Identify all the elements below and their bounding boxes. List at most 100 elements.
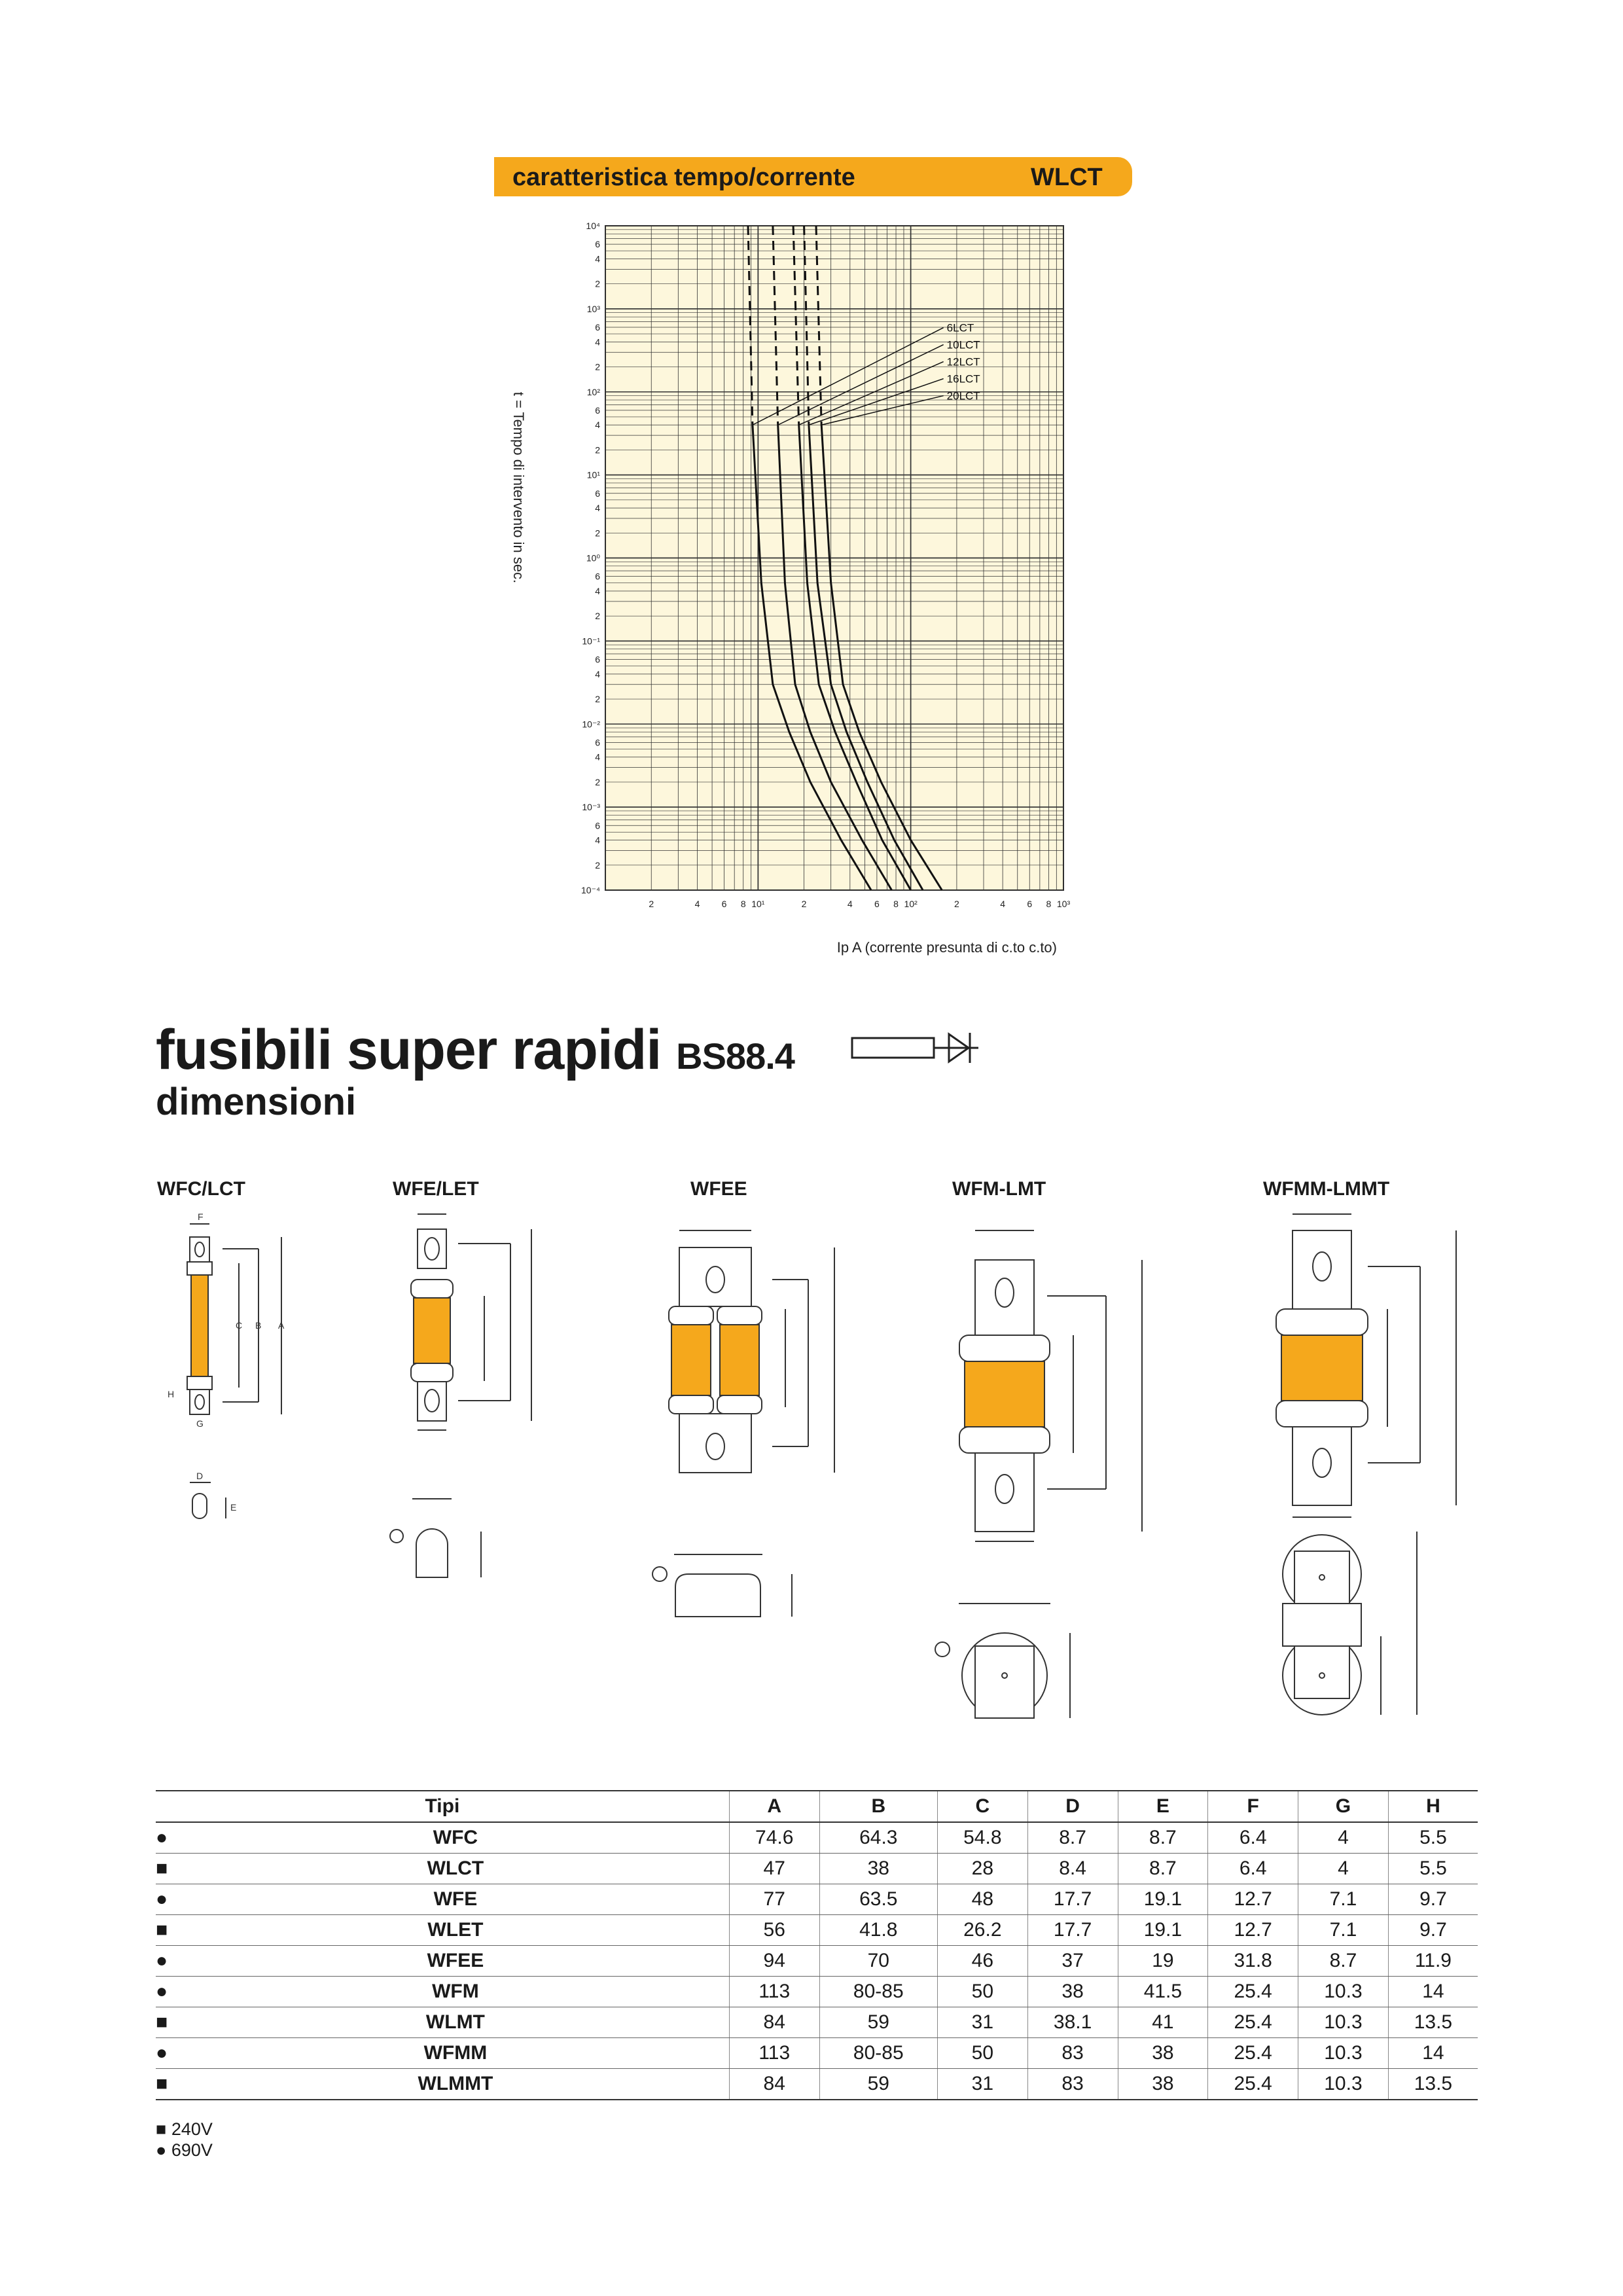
table-cell: 80-85: [819, 2037, 938, 2069]
series-leader-line: [752, 327, 944, 425]
y-tick-label: 6: [595, 405, 600, 416]
x-tick-label: 10²: [904, 899, 918, 909]
table-cell: 113: [728, 2037, 820, 2069]
voltage-mark: ■: [156, 2007, 182, 2038]
table-cell: 8.4: [1027, 1853, 1118, 1884]
table-cell: 10.3: [1298, 2068, 1389, 2100]
table-cell: 41.8: [819, 1914, 938, 1946]
table-cell: 8.7: [1117, 1853, 1208, 1884]
y-tick-label: 2: [595, 860, 600, 870]
table-cell: 54.8: [936, 1822, 1028, 1854]
header-bar: caratteristica tempo/corrente WLCT: [494, 157, 1132, 196]
table-cell: 19.1: [1117, 1884, 1208, 1915]
header-code: WLCT: [1031, 164, 1103, 191]
legend-label: 240V: [171, 2119, 213, 2139]
table-cell: 31: [936, 2007, 1028, 2038]
y-tick-label: 10⁴: [586, 221, 600, 231]
table-cell: 5.5: [1387, 1853, 1478, 1884]
curve-20lct: [820, 425, 943, 891]
type-name-cell: WFC: [182, 1822, 730, 1854]
table-cell: 41: [1117, 2007, 1208, 2038]
voltage-mark: ●: [156, 1976, 182, 2007]
table-cell: 9.7: [1387, 1884, 1478, 1915]
table-cell: 10.3: [1298, 2007, 1389, 2038]
drawing-wfee: [652, 1230, 835, 1617]
type-label-wfe: WFE/LET: [393, 1178, 479, 1200]
y-tick-label: 2: [595, 694, 600, 704]
y-tick-label: 4: [595, 669, 600, 679]
legend-label: 690V: [171, 2140, 213, 2160]
dim-label-b: B: [255, 1320, 261, 1331]
table-cell: 7.1: [1298, 1914, 1389, 1946]
table-cell: 14: [1387, 1976, 1478, 2007]
y-tick-label: 2: [595, 777, 600, 787]
table-cell: 25.4: [1207, 2007, 1298, 2038]
table-cell: 56: [728, 1914, 820, 1946]
x-axis-label: Ip A (corrente presunta di c.to c.to): [837, 939, 1057, 956]
voltage-mark: ■: [156, 2068, 182, 2100]
table-cell: 6.4: [1207, 1822, 1298, 1854]
table-header: Tipi: [156, 1790, 730, 1823]
table-cell: 5.5: [1387, 1822, 1478, 1854]
series-leader-line: [808, 378, 944, 425]
x-tick-label: 4: [847, 899, 853, 909]
y-tick-label: 2: [595, 611, 600, 621]
x-tick-label: 2: [649, 899, 654, 909]
y-tick-label: 4: [595, 253, 600, 264]
table-cell: 59: [819, 2068, 938, 2100]
voltage-mark: ●: [156, 1945, 182, 1977]
table-header: B: [819, 1790, 938, 1823]
table-cell: 28: [936, 1853, 1028, 1884]
table-cell: 25.4: [1207, 2068, 1298, 2100]
series-leader-line: [777, 344, 944, 425]
legend-mark: ●: [156, 2140, 167, 2160]
table-cell: 38.1: [1027, 2007, 1118, 2038]
table-cell: 9.7: [1387, 1914, 1478, 1946]
table-cell: 13.5: [1387, 2007, 1478, 2038]
table-cell: 31.8: [1207, 1945, 1298, 1977]
table-cell: 26.2: [936, 1914, 1028, 1946]
table-header: G: [1298, 1790, 1389, 1823]
series-label: 10LCT: [947, 339, 980, 351]
drawing-wfm: [935, 1230, 1143, 1719]
curve-12lct-dashed: [792, 225, 800, 425]
x-tick-label: 8: [1046, 899, 1051, 909]
table-cell: 11.9: [1387, 1945, 1478, 1977]
dimension-drawings: F C B A H G D E: [168, 1211, 1457, 1719]
series-label: 12LCT: [947, 356, 980, 368]
table-cell: 38: [1117, 2068, 1208, 2100]
table-cell: 113: [728, 1976, 820, 2007]
type-name-cell: WLET: [182, 1914, 730, 1946]
type-name-cell: WLCT: [182, 1853, 730, 1884]
y-tick-label: 4: [595, 752, 600, 762]
curve-6lct: [751, 425, 872, 891]
table-cell: 83: [1027, 2068, 1118, 2100]
x-tick-label: 10³: [1057, 899, 1071, 909]
table-cell: 38: [1117, 2037, 1208, 2069]
section-title: fusibili super rapidi BS88.4: [156, 1018, 795, 1083]
dim-label-a: A: [278, 1320, 285, 1331]
table-header: A: [728, 1790, 820, 1823]
table-cell: 13.5: [1387, 2068, 1478, 2100]
table-cell: 41.5: [1117, 1976, 1208, 2007]
table-cell: 8.7: [1027, 1822, 1118, 1854]
x-tick-label: 4: [1000, 899, 1005, 909]
dim-label-f: F: [198, 1211, 204, 1222]
table-cell: 8.7: [1117, 1822, 1208, 1854]
table-cell: 80-85: [819, 1976, 938, 2007]
curve-20lct-dashed: [815, 225, 823, 425]
curve-12lct: [798, 425, 912, 891]
y-tick-label: 4: [595, 586, 600, 596]
table-cell: 8.7: [1298, 1945, 1389, 1977]
table-header: F: [1207, 1790, 1298, 1823]
table-header: C: [936, 1790, 1028, 1823]
y-tick-label: 2: [595, 444, 600, 455]
table-cell: 17.7: [1027, 1914, 1118, 1946]
table-cell: 7.1: [1298, 1884, 1389, 1915]
type-label-wfee: WFEE: [690, 1178, 747, 1200]
series-label: 20LCT: [947, 390, 980, 403]
